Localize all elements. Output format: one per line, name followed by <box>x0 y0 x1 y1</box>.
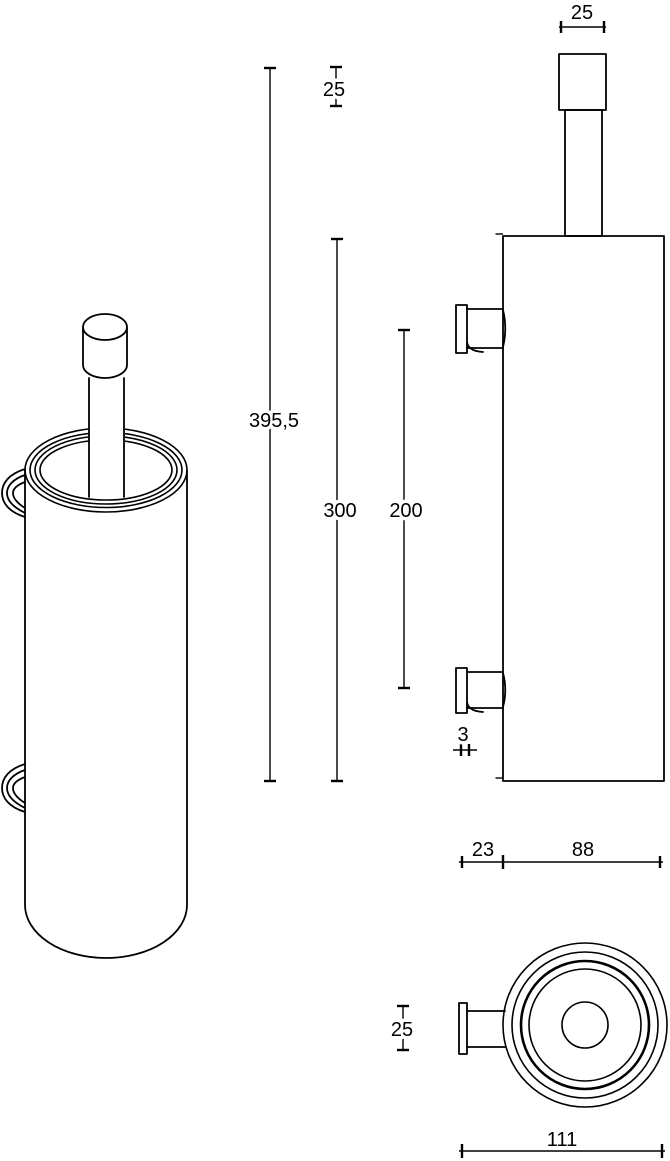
dim-label-bracket-spacing: 200 <box>389 500 422 522</box>
dim-bracket-spacing: 200 <box>386 328 426 690</box>
canister-outer-circle <box>502 942 668 1108</box>
canister-inner-circle <box>528 968 642 1082</box>
dim-label-bracket-plate-height: 25 <box>391 1019 413 1041</box>
dim-overall-depth: 111 <box>459 1126 665 1158</box>
brush-rod-circle <box>561 1001 609 1049</box>
dim-overall-height: 395,5 <box>245 66 303 783</box>
dim-depth-chain: 23 88 <box>459 836 663 869</box>
dim-label-wall-plate-thickness: 3 <box>457 724 468 746</box>
dim-label-bracket-protrusion: 23 <box>472 839 494 861</box>
dim-body-height: 300 <box>320 237 360 783</box>
dim-label-overall-height: 395,5 <box>249 410 299 432</box>
top-plan-view <box>458 942 668 1108</box>
dim-label-body-height: 300 <box>323 500 356 522</box>
brush-handle-grip-3d <box>82 313 128 379</box>
brush-rod-3d <box>88 377 125 498</box>
brush-rod-side <box>564 109 603 237</box>
wall-bracket-top <box>458 1002 506 1055</box>
dimension-annotations: 25 25 395,5 300 200 <box>245 0 665 1158</box>
canister-body-side <box>502 235 665 782</box>
canister-opening-circle <box>519 959 651 1091</box>
wall-bracket-upper-side <box>455 304 507 354</box>
side-elevation-view <box>455 53 665 782</box>
wall-bracket-lower-3d <box>1 763 26 813</box>
handle-grip-side <box>558 53 607 111</box>
wall-bracket-lower-side <box>455 667 507 714</box>
canister-rim-circle <box>511 951 659 1099</box>
dim-label-body-diameter: 88 <box>572 839 594 861</box>
dim-label-handle-top-width: 25 <box>571 2 593 24</box>
perspective-view <box>1 313 188 959</box>
canister-body-3d <box>24 470 188 959</box>
dim-bracket-plate-height: 25 <box>387 1004 417 1052</box>
dim-label-handle-top-height: 25 <box>323 79 345 101</box>
dim-wall-plate-thickness: 3 <box>453 721 477 756</box>
dim-handle-top-width: 25 <box>559 0 606 33</box>
wall-bracket-upper-3d <box>1 468 26 518</box>
dim-handle-top-height: 25 <box>319 65 349 108</box>
dim-label-overall-depth: 111 <box>547 1129 577 1151</box>
